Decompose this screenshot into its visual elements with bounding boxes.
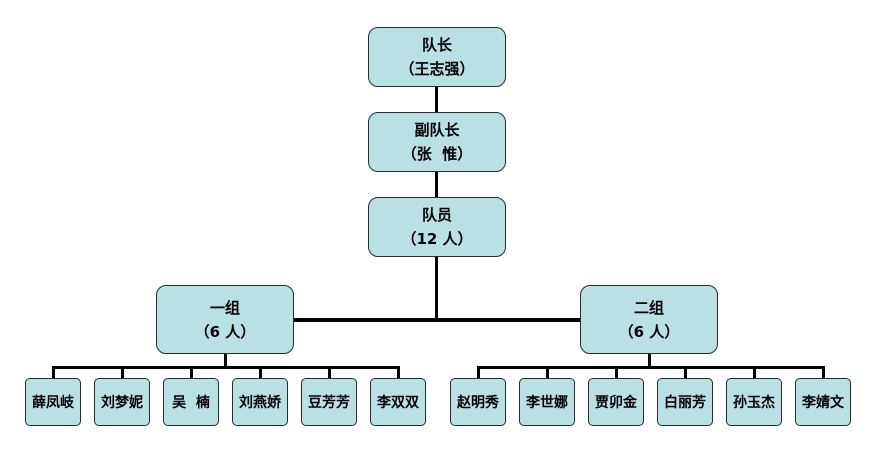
captain-node: 队长 （王志强） — [368, 27, 506, 87]
connector-g1-leaf-6 — [397, 366, 400, 378]
members-count: （12 人） — [401, 230, 473, 248]
group1-count: （6 人） — [194, 322, 256, 341]
members-node: 队员 （12 人） — [368, 197, 506, 257]
vice-captain-name: （张 惟） — [401, 145, 473, 163]
group1-node: 一组 （6 人） — [156, 285, 294, 354]
connector-g1-leaf-4 — [259, 366, 262, 378]
group1-member: 吴 楠 — [163, 378, 219, 426]
group2-member: 白丽芳 — [657, 378, 713, 426]
connector-g1-leaf-1 — [52, 366, 55, 378]
group2-member: 赵明秀 — [450, 378, 506, 426]
connector-g2-leaf-1 — [477, 366, 480, 378]
group1-member: 薛凤岐 — [25, 378, 81, 426]
group2-member: 贾卯金 — [588, 378, 644, 426]
connector-captain-vice — [435, 87, 438, 112]
connector-members-down — [435, 257, 438, 322]
connector-g2-leaf-2 — [546, 366, 549, 378]
captain-title: 队长 — [421, 36, 452, 54]
connector-g2-leaf-4 — [684, 366, 687, 378]
connector-horizontal-groups — [293, 318, 582, 322]
connector-group1-horizontal — [52, 366, 400, 369]
connector-g2-leaf-6 — [822, 366, 825, 378]
group2-node: 二组 （6 人） — [580, 285, 718, 354]
group2-count: （6 人） — [618, 322, 680, 341]
members-title: 队员 — [421, 206, 452, 224]
connector-g1-leaf-3 — [190, 366, 193, 378]
vice-captain-node: 副队长 （张 惟） — [368, 112, 506, 172]
group1-title: 一组 — [209, 298, 240, 317]
group1-member: 李双双 — [370, 378, 426, 426]
group1-member: 刘燕娇 — [232, 378, 288, 426]
connector-group2-horizontal — [477, 366, 825, 369]
connector-g1-leaf-5 — [328, 366, 331, 378]
group1-member: 刘梦妮 — [94, 378, 150, 426]
group2-title: 二组 — [633, 298, 664, 317]
connector-group1-down — [224, 354, 227, 368]
connector-group2-down — [648, 354, 651, 368]
connector-g1-leaf-2 — [121, 366, 124, 378]
group2-member: 孙玉杰 — [726, 378, 782, 426]
vice-captain-title: 副队长 — [414, 121, 460, 139]
connector-g2-leaf-3 — [615, 366, 618, 378]
connector-vice-members — [435, 172, 438, 197]
group2-member: 李世娜 — [519, 378, 575, 426]
captain-name: （王志强） — [399, 60, 475, 78]
group2-member: 李婧文 — [795, 378, 851, 426]
group1-member: 豆芳芳 — [301, 378, 357, 426]
connector-g2-leaf-5 — [753, 366, 756, 378]
